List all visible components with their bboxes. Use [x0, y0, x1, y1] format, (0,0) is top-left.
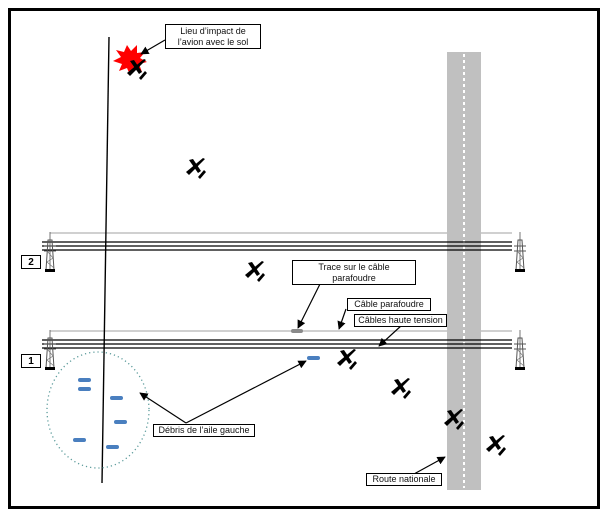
impact-arrow — [140, 39, 166, 55]
debris-zone — [46, 351, 150, 469]
debris-piece — [78, 378, 91, 382]
aircraft-icon — [337, 349, 357, 370]
road-arrow — [413, 456, 446, 475]
trace-mark — [291, 329, 303, 333]
frame-border — [8, 8, 600, 509]
trace-arrow — [297, 283, 321, 329]
hv-cables-arrow — [378, 324, 403, 347]
debris-label: Débris de l’aile gauche — [153, 424, 255, 437]
debris-piece — [307, 356, 320, 360]
road-label: Route nationale — [366, 473, 442, 486]
line-number-2: 2 — [21, 255, 41, 269]
ground-wire-arrow — [337, 308, 347, 330]
debris-piece — [73, 438, 86, 442]
debris-pieces — [73, 356, 320, 449]
aircraft-icon — [245, 261, 265, 282]
debris-arrow-right — [185, 360, 307, 424]
reference-line — [101, 36, 110, 484]
debris-piece — [78, 387, 91, 391]
power-line-2 — [42, 231, 527, 273]
debris-piece — [110, 396, 123, 400]
hv-cables-label: Câbles haute tension — [354, 314, 447, 327]
pylon-icon — [43, 231, 57, 273]
pylon-icon — [513, 329, 527, 371]
debris-piece — [114, 420, 127, 424]
trace-label: Trace sur le câble parafoudre — [292, 260, 416, 285]
pylon-icon — [513, 231, 527, 273]
ground-wire-label: Câble parafoudre — [347, 298, 431, 311]
road — [447, 52, 481, 490]
line-number-1: 1 — [21, 354, 41, 368]
explosion-icon — [113, 45, 147, 75]
debris-piece — [106, 445, 119, 449]
pylon-icon — [43, 329, 57, 371]
power-line-1 — [42, 329, 527, 371]
aircraft-icon — [186, 158, 206, 179]
aircraft-icon — [391, 378, 411, 399]
impact-label: Lieu d’impact de l’avion avec le sol — [165, 24, 261, 49]
aircraft-icon — [486, 435, 506, 456]
debris-arrow-left — [139, 392, 187, 424]
